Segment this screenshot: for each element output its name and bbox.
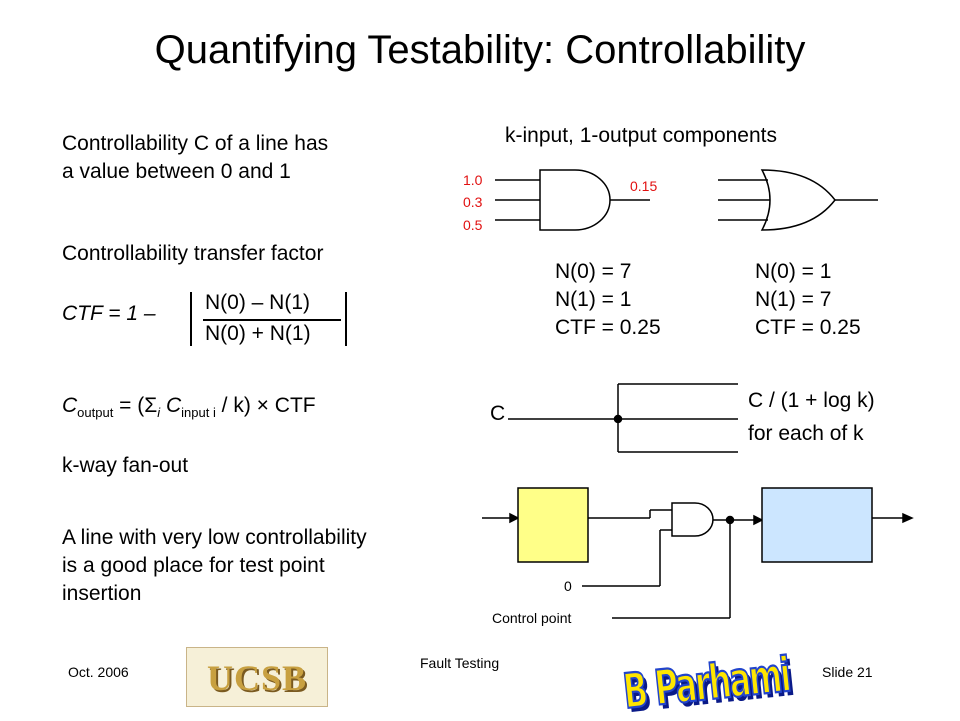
and-input-value-1: 1.0 bbox=[463, 172, 483, 188]
components-heading: k-input, 1-output components bbox=[505, 124, 777, 147]
and-input-value-3: 0.5 bbox=[463, 217, 483, 233]
test-point-note: A line with very low controllability is … bbox=[62, 524, 367, 608]
abs-bar-right bbox=[345, 292, 347, 346]
definition-line-2: a value between 0 and 1 bbox=[62, 160, 291, 183]
or-n0: N(0) = 1 bbox=[755, 260, 832, 283]
logic-block-right bbox=[761, 487, 873, 563]
or-ctf: CTF = 0.25 bbox=[755, 316, 861, 339]
cout-sigma: Σ bbox=[144, 394, 158, 417]
cout-mid2: / k) × CTF bbox=[215, 394, 316, 417]
footer-slide-number: Slide 21 bbox=[822, 664, 873, 680]
c-output-formula: Coutput = (Σi Cinput i / k) × CTF bbox=[62, 392, 316, 420]
cout-c2: C bbox=[160, 394, 182, 417]
abs-bar-left bbox=[190, 292, 192, 346]
ctf-numerator: N(0) – N(1) bbox=[205, 291, 311, 314]
and-input-value-2: 0.3 bbox=[463, 194, 483, 210]
cout-c: C bbox=[62, 394, 78, 417]
control-point-label: Control point bbox=[492, 610, 572, 626]
and-ctf: CTF = 0.25 bbox=[555, 316, 661, 339]
fraction-line bbox=[203, 319, 341, 321]
control-value: 0 bbox=[564, 578, 572, 594]
and-n1: N(1) = 1 bbox=[555, 288, 632, 311]
test-point-line-3: insertion bbox=[62, 582, 142, 605]
fanout-each: for each of k bbox=[748, 422, 864, 445]
test-point-line-1: A line with very low controllability bbox=[62, 526, 367, 549]
slide-title: Quantifying Testability: Controllability bbox=[154, 28, 806, 72]
or-n1: N(1) = 7 bbox=[755, 288, 832, 311]
ucsb-logo: UCSB bbox=[186, 647, 328, 707]
or-gate bbox=[718, 169, 878, 231]
test-point-diagram bbox=[482, 487, 914, 619]
logic-block-left bbox=[517, 487, 589, 563]
cout-sub-i: i bbox=[157, 405, 161, 420]
and-gate-stats: N(0) = 7 N(1) = 1 CTF = 0.25 bbox=[555, 258, 661, 342]
footer-date: Oct. 2006 bbox=[68, 664, 129, 680]
cout-sub-input: input i bbox=[181, 405, 216, 420]
and-n0: N(0) = 7 bbox=[555, 260, 632, 283]
fanout-formula: C / (1 + log k) bbox=[748, 389, 875, 412]
and-gate bbox=[495, 169, 650, 231]
cout-sub-output: output bbox=[77, 405, 114, 420]
and-output-value: 0.15 bbox=[630, 178, 658, 194]
fanout-label: k-way fan-out bbox=[62, 454, 189, 477]
ctf-lhs: CTF = 1 – bbox=[62, 302, 156, 325]
fanout-diagram bbox=[508, 383, 738, 453]
definition-line-1: Controllability C of a line has bbox=[62, 132, 329, 155]
controllability-definition: Controllability C of a line has a value … bbox=[62, 130, 328, 186]
fanout-input-label: C bbox=[490, 402, 506, 425]
cout-mid1: = ( bbox=[113, 394, 145, 417]
footer-topic: Fault Testing bbox=[420, 655, 500, 671]
ctf-heading: Controllability transfer factor bbox=[62, 242, 324, 265]
ucsb-logo-text: UCSB bbox=[206, 658, 308, 698]
test-point-line-2: is a good place for test point bbox=[62, 554, 325, 577]
ctf-denominator: N(0) + N(1) bbox=[205, 322, 311, 345]
or-gate-stats: N(0) = 1 N(1) = 7 CTF = 0.25 bbox=[755, 258, 861, 342]
